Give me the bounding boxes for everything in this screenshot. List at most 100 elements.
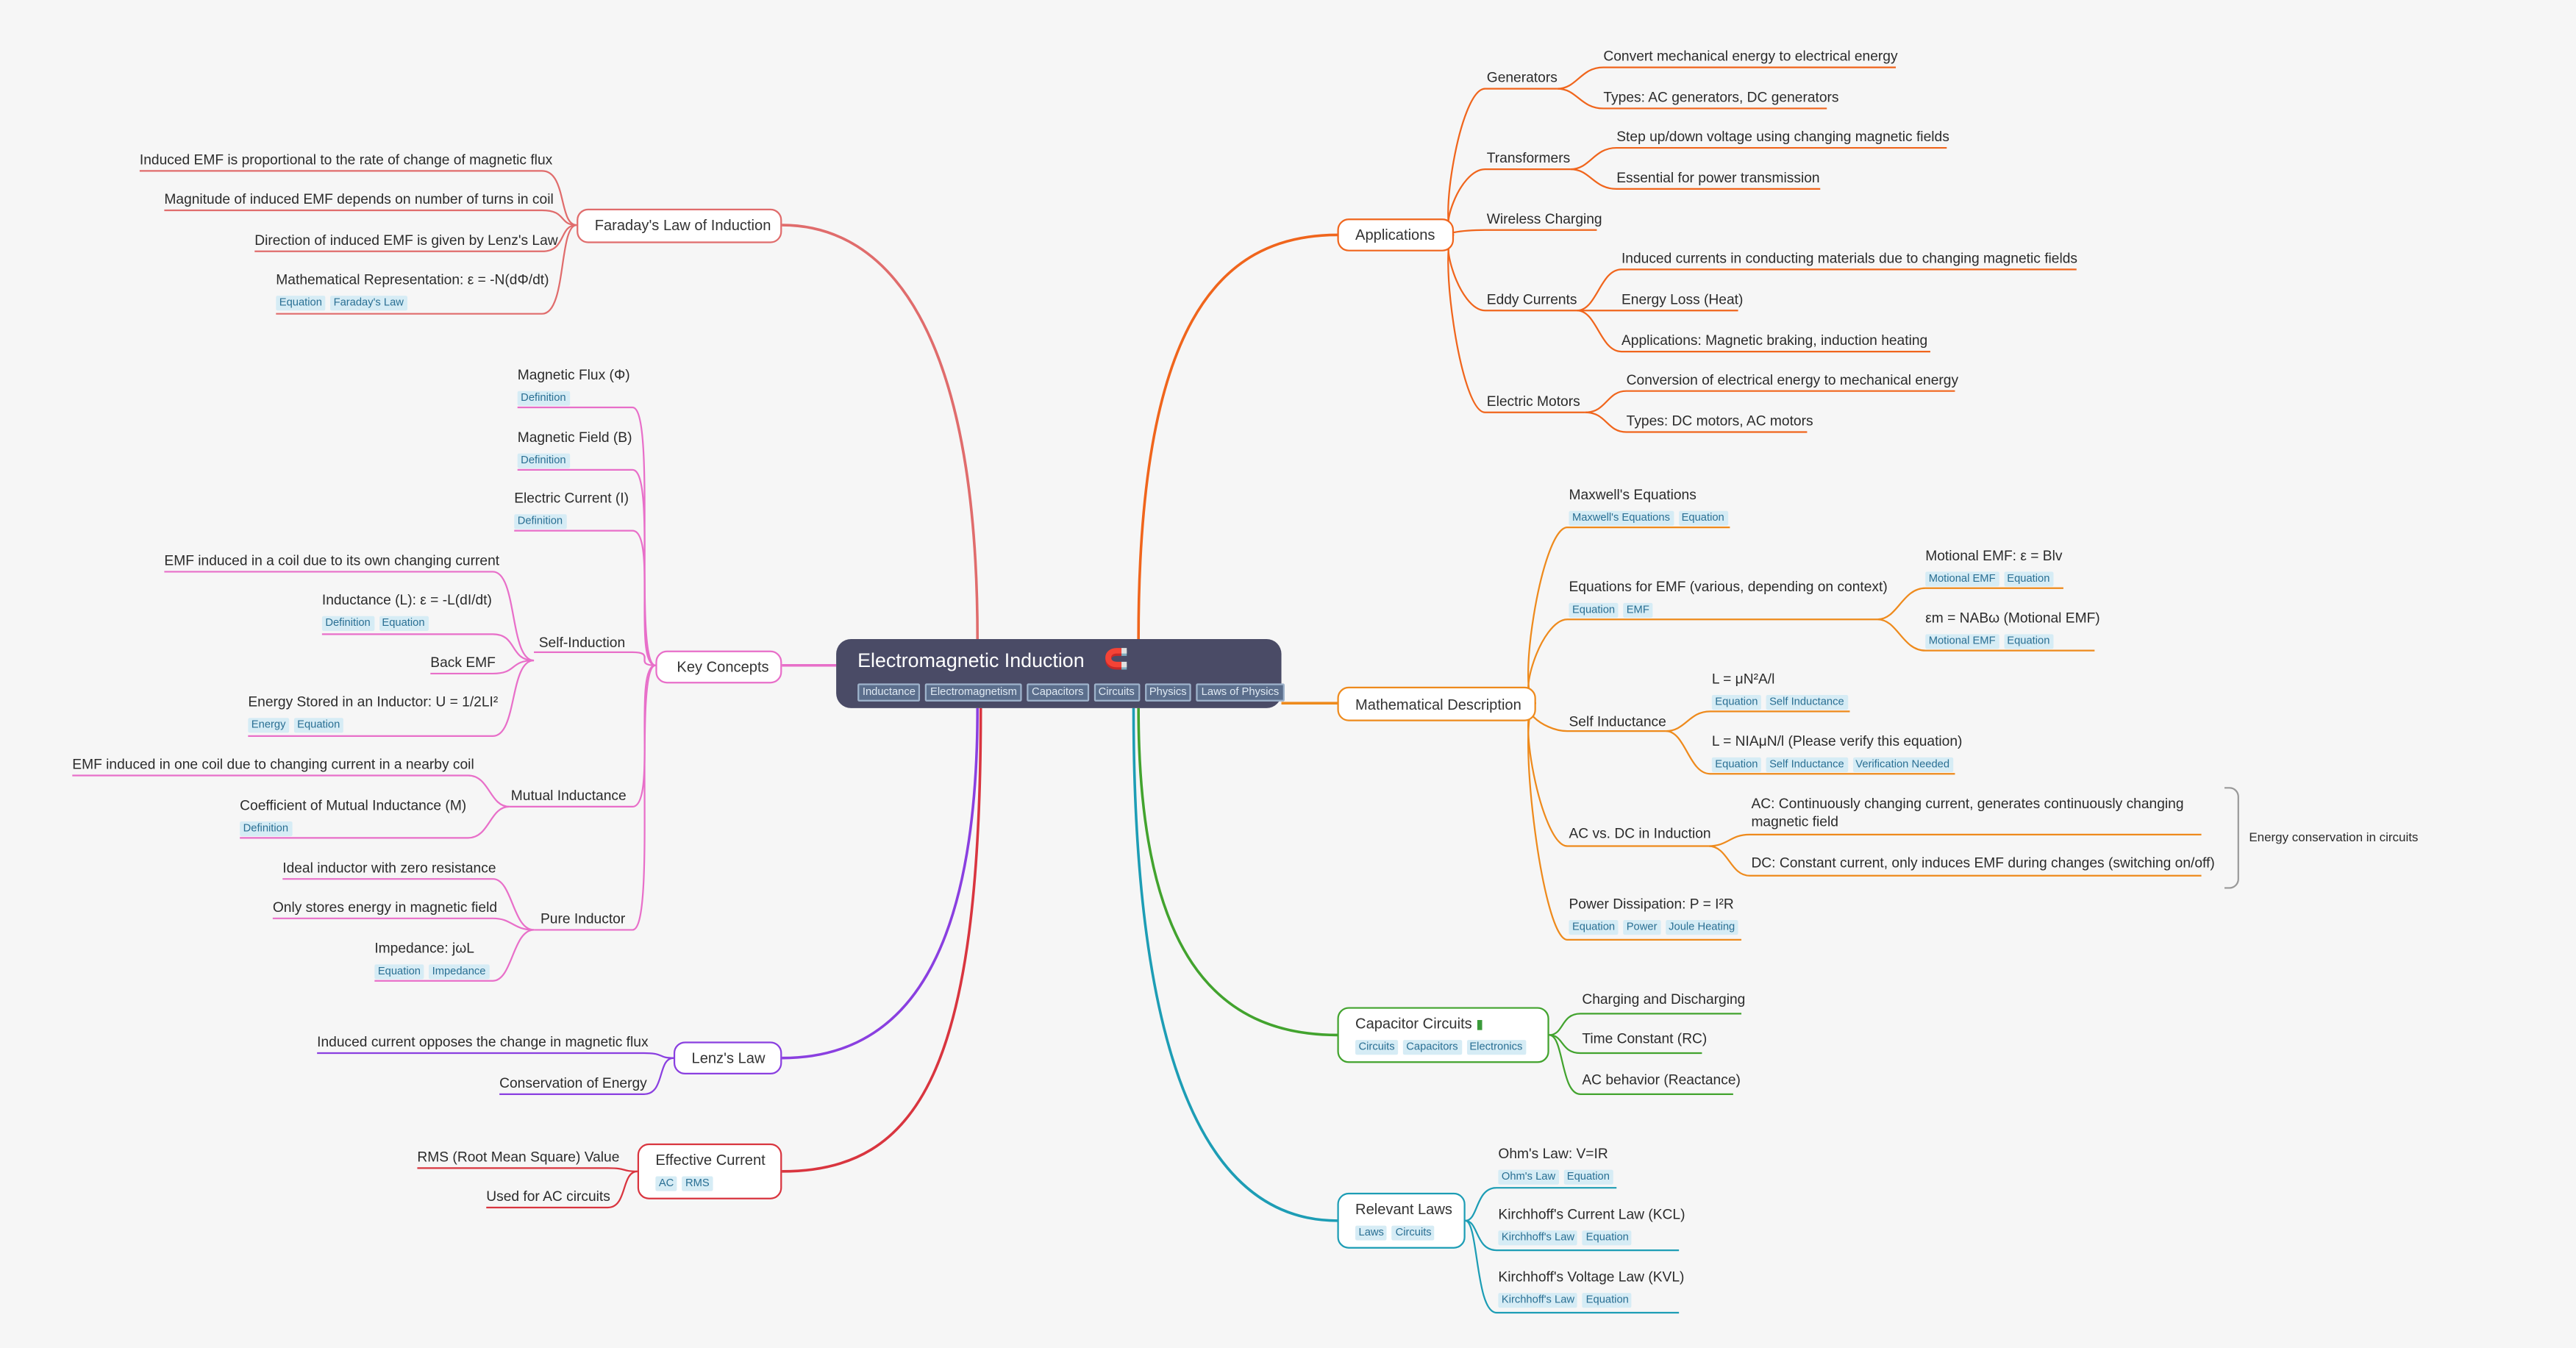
ac-dc-item[interactable]: AC vs. DC in Induction	[1569, 824, 1711, 841]
pure-child-1[interactable]: Ideal inductor with zero resistance	[282, 859, 496, 876]
tag[interactable]: Equation	[1678, 510, 1728, 526]
self-induction-child-2[interactable]: Inductance (L): ε = -L(dI/dt)	[321, 591, 492, 608]
generators-item[interactable]: Generators	[1486, 68, 1558, 86]
capacitor-item-1[interactable]: Charging and Discharging	[1582, 991, 1746, 1008]
tag[interactable]: Equation	[276, 296, 326, 311]
pure-child-3[interactable]: Impedance: jωL	[374, 939, 474, 957]
lenz-node[interactable]: Lenz's Law	[673, 1041, 782, 1075]
electric-current-item[interactable]: Electric Current (I)	[514, 489, 629, 507]
kcl-item[interactable]: Kirchhoff's Current Law (KCL)	[1498, 1205, 1685, 1223]
tag[interactable]: Inductance	[857, 683, 921, 702]
effective-item-1[interactable]: RMS (Root Mean Square) Value	[417, 1148, 620, 1165]
motors-child-1[interactable]: Conversion of electrical energy to mecha…	[1626, 371, 1959, 388]
magnetic-field-item[interactable]: Magnetic Field (B)	[517, 429, 632, 446]
motional-emf-item[interactable]: Motional EMF: ε = Blv	[1925, 546, 2063, 564]
tag[interactable]: Equation	[1563, 1169, 1613, 1185]
pure-inductor-item[interactable]: Pure Inductor	[540, 910, 626, 927]
tag[interactable]: Equation	[2003, 634, 2053, 649]
tag[interactable]: Equation	[2003, 571, 2053, 587]
self-induction-child-4[interactable]: Energy Stored in an Inductor: U = 1/2LI²	[248, 693, 499, 710]
kvl-item[interactable]: Kirchhoff's Voltage Law (KVL)	[1498, 1268, 1685, 1285]
lenz-item-2[interactable]: Conservation of Energy	[499, 1074, 647, 1091]
capacitor-item-3[interactable]: AC behavior (Reactance)	[1582, 1071, 1741, 1088]
summary-label[interactable]: Energy conservation in circuits	[2249, 830, 2419, 845]
maxwell-item[interactable]: Maxwell's Equations	[1569, 486, 1696, 503]
dc-item[interactable]: DC: Constant current, only induces EMF d…	[1751, 854, 2215, 871]
eddy-child-2[interactable]: Energy Loss (Heat)	[1621, 290, 1744, 307]
tag[interactable]: Capacitors	[1402, 1040, 1462, 1055]
tag[interactable]: Definition	[240, 821, 292, 837]
tag[interactable]: Equation	[293, 718, 343, 733]
tag[interactable]: Circuits	[1093, 683, 1140, 702]
tag[interactable]: AC	[655, 1176, 677, 1191]
generators-child-1[interactable]: Convert mechanical energy to electrical …	[1603, 47, 1898, 65]
generators-child-2[interactable]: Types: AC generators, DC generators	[1603, 88, 1839, 105]
faraday-item-3[interactable]: Direction of induced EMF is given by Len…	[254, 231, 558, 249]
nabw-item[interactable]: εm = NABω (Motional EMF)	[1925, 609, 2100, 627]
lenz-item-1[interactable]: Induced current opposes the change in ma…	[317, 1033, 649, 1050]
tag[interactable]: Equation	[378, 616, 429, 631]
tag[interactable]: Self Inductance	[1766, 757, 1848, 772]
pure-child-2[interactable]: Only stores energy in magnetic field	[272, 898, 498, 916]
tag[interactable]: Verification Needed	[1852, 757, 1953, 772]
tag[interactable]: Laws	[1355, 1225, 1388, 1241]
tag[interactable]: Kirchhoff's Law	[1498, 1293, 1578, 1308]
mutual-inductance-item[interactable]: Mutual Inductance	[510, 787, 627, 804]
tag[interactable]: Motional EMF	[1925, 634, 1999, 649]
tag[interactable]: Equation	[1583, 1293, 1633, 1308]
faraday-node[interactable]: Faraday's Law of Induction	[577, 208, 782, 243]
eddy-child-1[interactable]: Induced currents in conducting materials…	[1621, 249, 2078, 266]
self-inductance-eq-1[interactable]: L = μN²A/l	[1711, 670, 1775, 687]
tag[interactable]: Laws of Physics	[1196, 683, 1285, 702]
tag[interactable]: Faraday's Law	[330, 296, 407, 311]
tag[interactable]: Definition	[514, 514, 566, 529]
key-concepts-node[interactable]: Key Concepts	[655, 650, 782, 684]
self-induction-item[interactable]: Self-Induction	[538, 634, 626, 651]
faraday-item-2[interactable]: Magnitude of induced EMF depends on numb…	[164, 190, 554, 207]
self-induction-child-1[interactable]: EMF induced in a coil due to its own cha…	[164, 552, 500, 568]
eddy-currents-item[interactable]: Eddy Currents	[1486, 290, 1577, 307]
tag[interactable]: Electronics	[1466, 1040, 1526, 1055]
tag[interactable]: Joule Heating	[1665, 920, 1738, 935]
tag[interactable]: EMF	[1623, 602, 1653, 618]
tag[interactable]: Definition	[321, 616, 374, 631]
ohms-law-item[interactable]: Ohm's Law: V=IR	[1498, 1145, 1608, 1162]
tag[interactable]: Impedance	[429, 964, 489, 980]
motors-child-2[interactable]: Types: DC motors, AC motors	[1626, 412, 1813, 429]
tag[interactable]: Equation	[374, 964, 424, 980]
self-induction-child-3[interactable]: Back EMF	[430, 654, 496, 671]
effective-item-2[interactable]: Used for AC circuits	[486, 1188, 610, 1205]
tag[interactable]: Energy	[248, 718, 289, 733]
tag[interactable]: Motional EMF	[1925, 571, 1999, 587]
power-dissipation-item[interactable]: Power Dissipation: P = I²R	[1569, 895, 1734, 912]
magnetic-flux-item[interactable]: Magnetic Flux (Φ)	[517, 366, 630, 383]
tag[interactable]: Definition	[517, 391, 570, 406]
math-description-node[interactable]: Mathematical Description	[1337, 686, 1536, 721]
mutual-child-2[interactable]: Coefficient of Mutual Inductance (M)	[240, 796, 467, 813]
electric-motors-item[interactable]: Electric Motors	[1486, 392, 1580, 410]
tag[interactable]: RMS	[682, 1176, 713, 1191]
tag[interactable]: Equation	[1711, 694, 1761, 710]
tag[interactable]: Electromagnetism	[925, 683, 1022, 702]
tag[interactable]: Capacitors	[1027, 683, 1089, 702]
tag[interactable]: Power	[1623, 920, 1660, 935]
tag[interactable]: Definition	[517, 453, 570, 468]
tag[interactable]: Self Inductance	[1766, 694, 1848, 710]
tag[interactable]: Equation	[1711, 757, 1761, 772]
tag[interactable]: Equation	[1583, 1230, 1633, 1246]
faraday-item-1[interactable]: Induced EMF is proportional to the rate …	[139, 151, 553, 168]
faraday-item-4[interactable]: Mathematical Representation: ε = -N(dΦ/d…	[276, 271, 549, 288]
transformers-item[interactable]: Transformers	[1486, 149, 1571, 166]
ac-item-line-1[interactable]: AC: Continuously changing current, gener…	[1751, 795, 2184, 812]
emf-equations-item[interactable]: Equations for EMF (various, depending on…	[1569, 578, 1888, 595]
tag[interactable]: Circuits	[1392, 1225, 1435, 1241]
transformers-child-2[interactable]: Essential for power transmission	[1616, 169, 1820, 186]
tag[interactable]: Equation	[1569, 602, 1619, 618]
tag[interactable]: Equation	[1569, 920, 1619, 935]
mutual-child-1[interactable]: EMF induced in one coil due to changing …	[72, 755, 474, 772]
eddy-child-3[interactable]: Applications: Magnetic braking, inductio…	[1621, 332, 1928, 349]
